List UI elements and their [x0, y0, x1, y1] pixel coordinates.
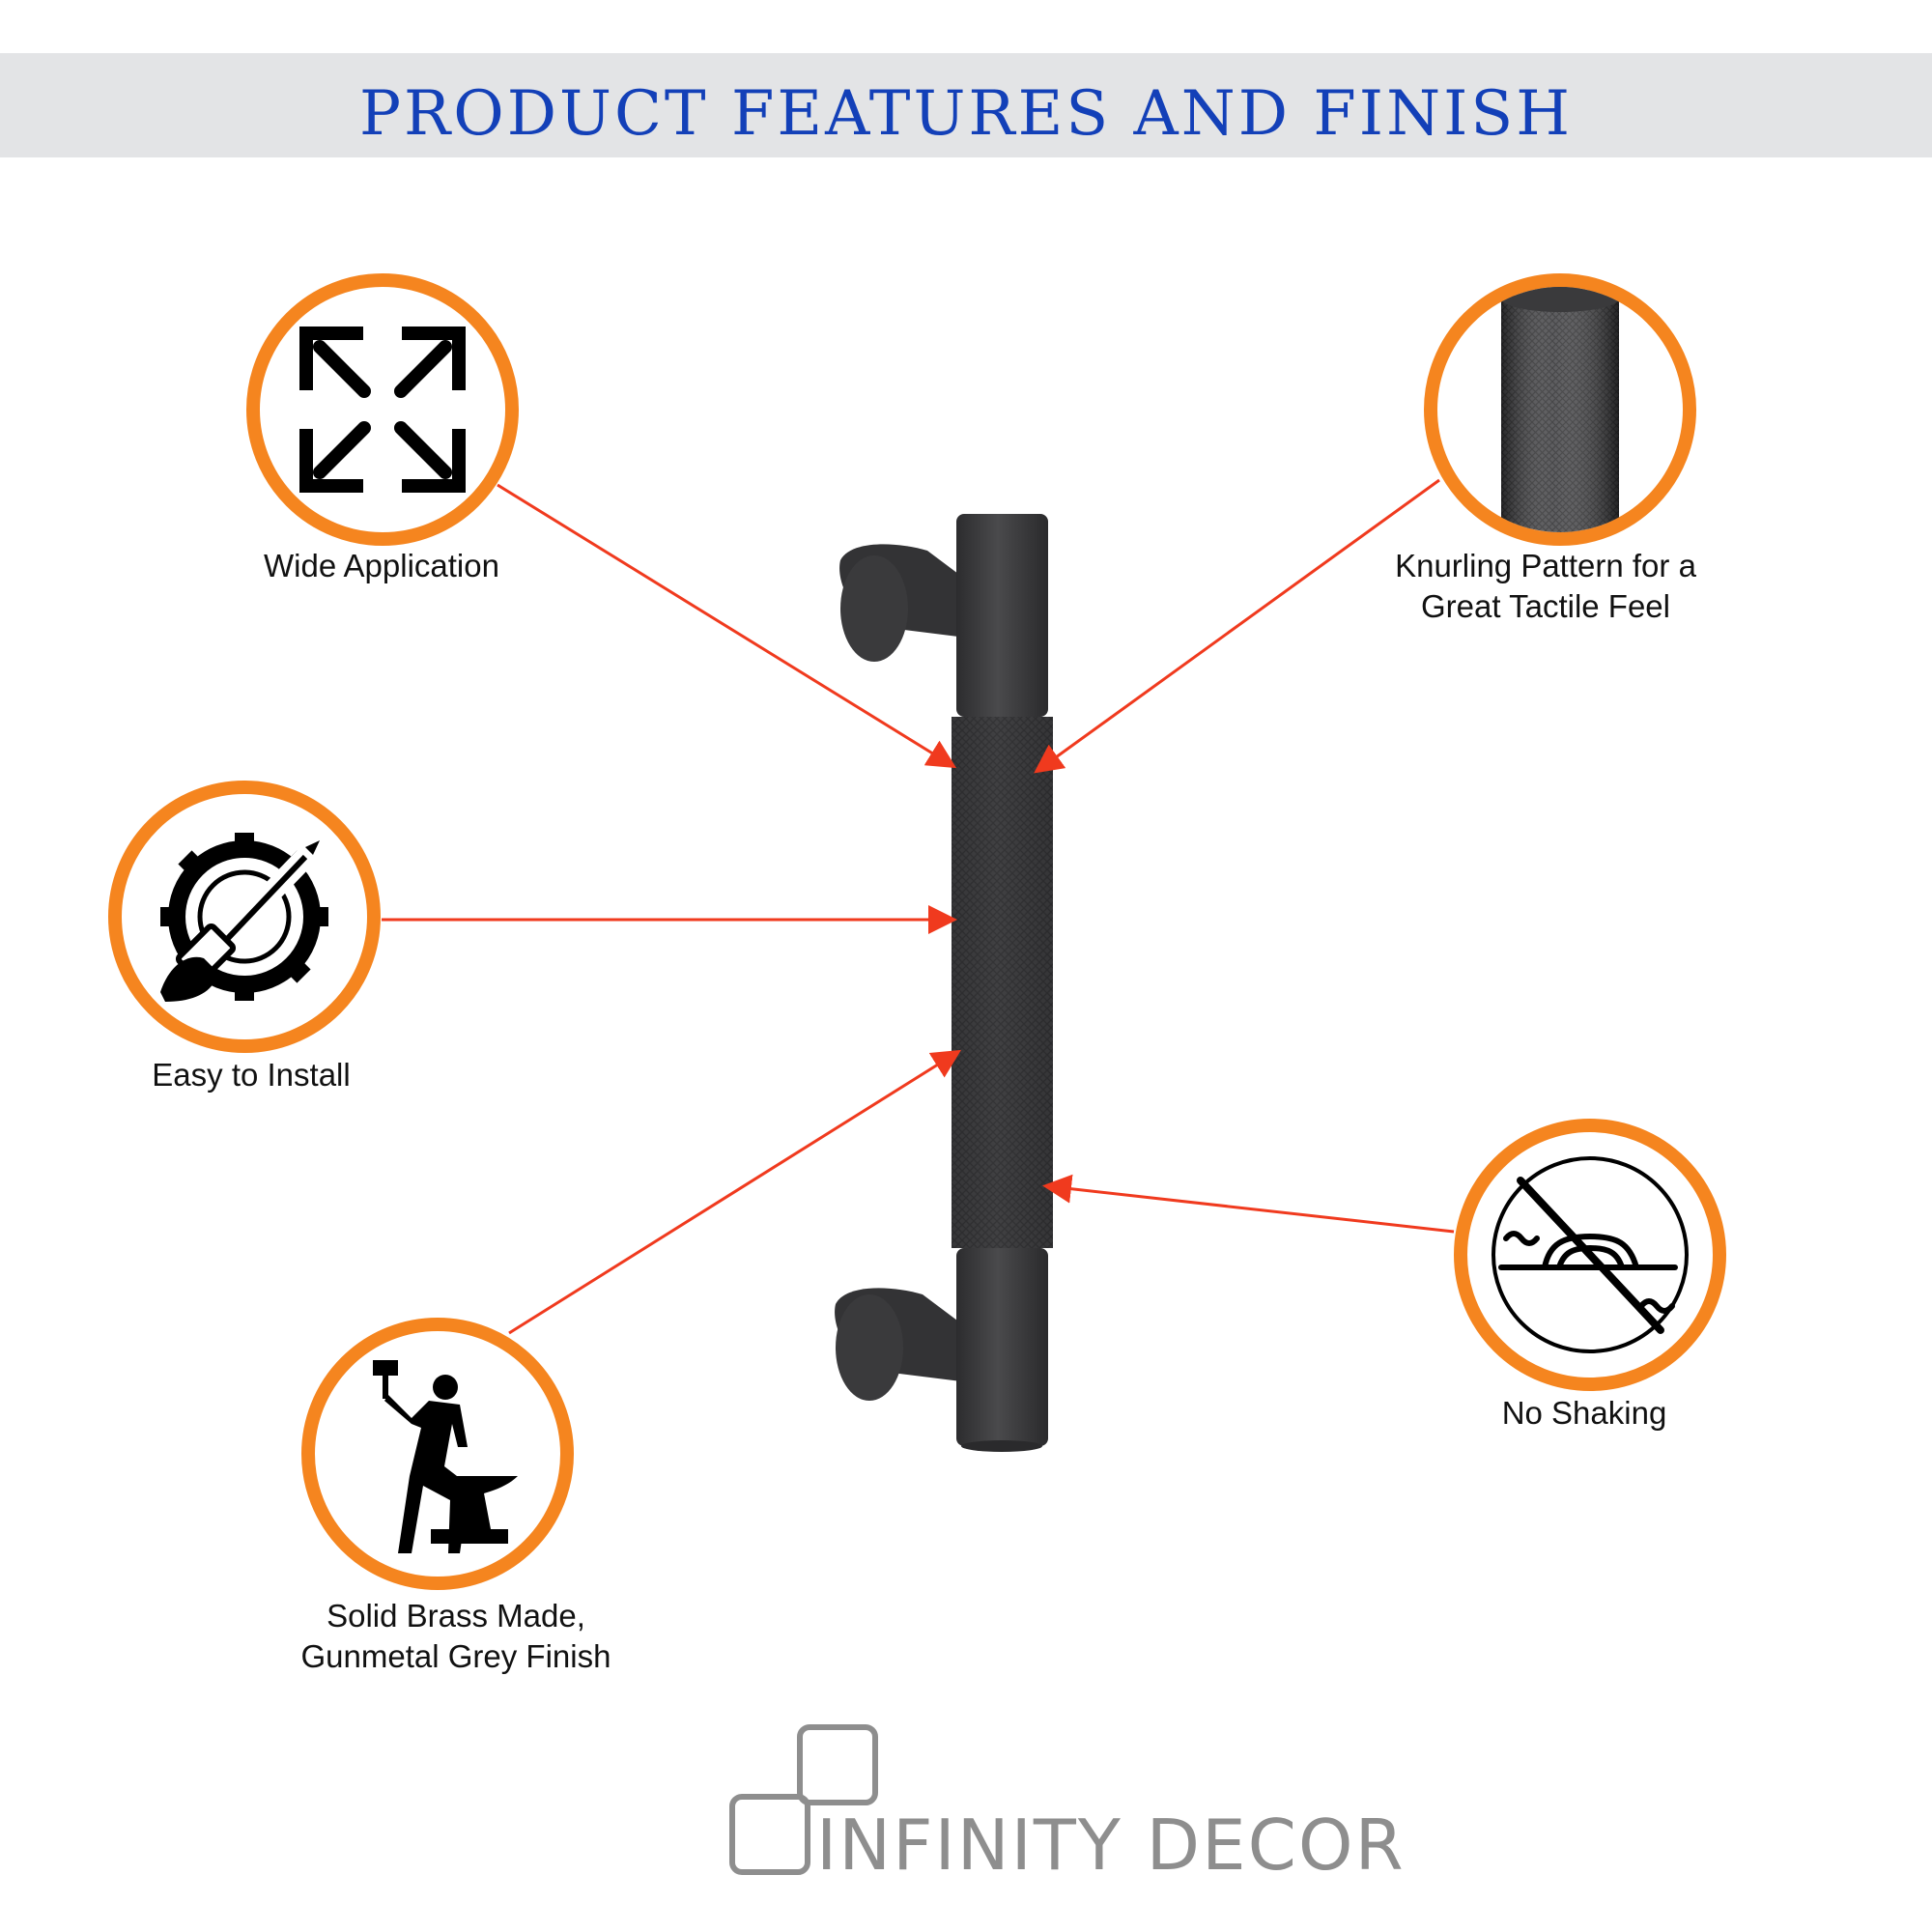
easy-install-badge — [108, 781, 381, 1053]
brand-logo: INFINITY DECOR — [724, 1719, 1404, 1893]
logo-squares-icon — [729, 1724, 878, 1875]
blacksmith-anvil-icon — [373, 1360, 518, 1553]
knurling-badge — [1424, 273, 1696, 546]
wide-application-label: Wide Application — [264, 548, 499, 583]
no-shaking-badge — [1454, 1119, 1726, 1391]
solid-brass-badge — [301, 1318, 574, 1590]
no-shaking-icon — [1492, 1156, 1689, 1353]
header-banner — [0, 53, 1932, 157]
gear-screwdriver-icon — [160, 833, 328, 1002]
handle-feet — [835, 544, 966, 1401]
solid-brass-label: Solid Brass Made, Gunmetal Grey Finish — [300, 1598, 611, 1674]
knurled-texture-icon — [1501, 287, 1619, 532]
knurling-label: Knurling Pattern for a Great Tactile Fee… — [1395, 548, 1696, 624]
expand-arrows-icon — [299, 327, 466, 493]
no-shaking-label: No Shaking — [1501, 1395, 1667, 1431]
page-title: PRODUCT FEATURES AND FINISH — [358, 78, 1574, 150]
callout-arrows — [382, 478, 1455, 1335]
brand-name: INFINITY DECOR — [816, 1804, 1406, 1886]
wide-application-badge — [246, 273, 519, 546]
handle-bar — [952, 514, 1053, 1452]
easy-install-label: Easy to Install — [152, 1057, 351, 1093]
